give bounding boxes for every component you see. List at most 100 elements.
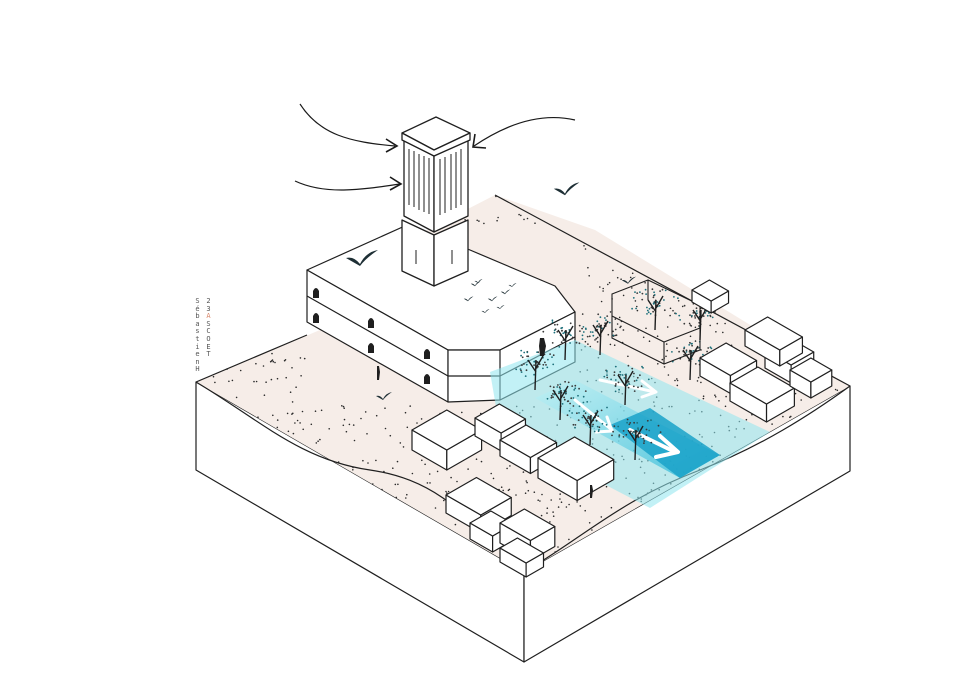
ground-speckle (283, 359, 286, 362)
ground-speckle (315, 442, 318, 444)
ground-speckle (360, 417, 362, 420)
ground-speckle (636, 309, 639, 312)
ground-speckle (416, 422, 418, 424)
ground-speckle (620, 278, 622, 281)
windcatcher-tower (401, 116, 471, 287)
ground-speckle (454, 523, 457, 526)
ground-speckle (689, 335, 692, 338)
ground-speckle (559, 493, 561, 495)
ground-speckle (681, 305, 684, 308)
ground-speckle (656, 335, 659, 338)
ground-speckle (289, 391, 292, 394)
ground-speckle (609, 311, 612, 313)
ground-speckle (527, 489, 530, 492)
ground-speckle (605, 485, 608, 488)
ground-speckle (362, 459, 364, 462)
ground-speckle (834, 388, 837, 391)
ground-speckle (696, 380, 699, 382)
ground-speckle (478, 220, 480, 222)
tower-base-side (433, 219, 469, 287)
ground-speckle (500, 486, 503, 489)
ground-speckle (669, 314, 671, 317)
ground-speckle (270, 378, 273, 381)
ground-speckle (677, 300, 680, 302)
ground-speckle (424, 463, 426, 466)
ground-speckle (554, 551, 556, 553)
ground-speckle (399, 442, 402, 444)
ground-speckle (579, 505, 582, 507)
ground-speckle (367, 462, 369, 464)
ground-speckle (789, 416, 791, 419)
ground-speckle (602, 287, 604, 290)
ground-speckle (445, 490, 447, 493)
ground-speckle (568, 503, 570, 506)
ground-speckle (644, 282, 646, 284)
bird-icon (500, 289, 511, 295)
ground-speckle (502, 489, 505, 492)
ground-speckle (622, 294, 625, 297)
ground-speckle (421, 459, 423, 462)
ground-speckle (426, 482, 429, 484)
ground-speckle (429, 482, 431, 484)
ground-speckle (461, 411, 463, 414)
ground-speckle (375, 459, 377, 462)
tree-icon (515, 349, 555, 391)
ground-speckle (666, 326, 669, 328)
person-icon (377, 366, 380, 380)
ground-speckle (253, 380, 255, 383)
ground-speckle (286, 412, 289, 415)
ground-speckle (507, 489, 510, 492)
ground-speckle (343, 418, 346, 421)
ground-speckle (557, 546, 559, 548)
ground-speckle (255, 380, 258, 383)
ground-speckle (352, 424, 355, 426)
ground-speckle (648, 340, 651, 343)
ground-speckle (276, 426, 279, 429)
ground-speckle (319, 438, 321, 441)
ground-speckle (600, 300, 603, 303)
ground-speckle (700, 349, 702, 351)
ground-speckle (509, 465, 511, 467)
ground-speckle (301, 410, 304, 413)
ground-speckle (602, 290, 604, 292)
ground-speckle (584, 248, 587, 250)
ground-speckle (534, 222, 536, 224)
ground-speckle (771, 423, 773, 425)
ground-speckle (475, 458, 478, 461)
ground-speckle (405, 497, 407, 499)
ground-speckle (552, 515, 555, 517)
ground-speckle (294, 422, 296, 424)
ground-speckle (314, 410, 317, 413)
ground-speckle (645, 327, 647, 330)
tower-vents (408, 149, 462, 264)
wind-arrows (294, 103, 576, 191)
ground-speckle (702, 397, 705, 400)
ground-speckle (348, 423, 351, 426)
ground-speckle (576, 501, 578, 503)
ground-speckle (291, 367, 293, 369)
ground-speckle (666, 349, 668, 352)
ground-speckle (672, 309, 674, 312)
birds (346, 182, 637, 400)
ground-speckle (700, 381, 702, 384)
ground-speckle (540, 514, 543, 517)
ground-speckle (716, 322, 719, 325)
ground-speckle (310, 423, 313, 426)
ground-speckle (613, 344, 616, 347)
ground-speckle (296, 419, 299, 422)
ground-speckle (714, 394, 716, 397)
ground-speckle (552, 511, 554, 513)
ground-speckle (406, 426, 409, 429)
ground-speckle (276, 377, 279, 380)
ground-speckle (396, 460, 399, 463)
ground-speckle (526, 481, 528, 484)
ground-speckle (667, 374, 670, 376)
ground-speckle (345, 430, 348, 433)
ground-speckle (546, 512, 548, 514)
ground-speckle (352, 469, 354, 471)
ground-speckle (257, 416, 259, 419)
ground-speckle (609, 343, 612, 346)
ground-speckle (724, 405, 727, 408)
person-icon (590, 485, 593, 498)
